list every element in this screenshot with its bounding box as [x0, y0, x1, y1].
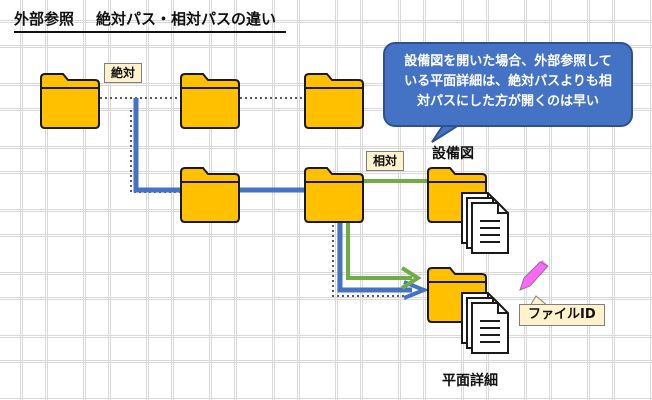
explanation-callout: 設備図を開いた場合、外部参照して いる平面詳細は、絶対パスよりも相 対パスにした… — [383, 42, 633, 127]
plan-folder-label: 平面詳細 — [442, 373, 498, 389]
callout-line-1: 設備図を開いた場合、外部参照して — [404, 54, 612, 69]
title-part-path-difference: 絶対パス・相対パスの違い — [96, 10, 277, 28]
absolute-path-line — [133, 98, 430, 300]
callout-line-3: 対パスにした方が開くのは早い — [416, 94, 599, 109]
folder-mid-right — [304, 167, 364, 223]
equipment-document-stack — [462, 193, 508, 253]
folder-top-middle — [180, 73, 240, 129]
file-id-label: ファイルID — [519, 304, 605, 326]
absolute-tag: 絶対 — [104, 63, 143, 83]
relative-tag: 相対 — [366, 151, 405, 171]
page-title: 外部参照 絶対パス・相対パスの違い — [14, 8, 276, 29]
title-underline — [14, 31, 286, 33]
title-part-external-reference: 外部参照 — [14, 10, 75, 28]
relative-path-line — [346, 179, 428, 290]
folder-root — [40, 73, 100, 129]
folder-mid-left — [180, 167, 240, 223]
equipment-folder-label: 設備図 — [432, 146, 474, 162]
dotted-links — [100, 97, 412, 297]
callout-line-2: いる平面詳細は、絶対パスよりも相 — [404, 74, 612, 89]
plan-document-stack — [462, 293, 508, 353]
folder-top-right — [304, 73, 364, 129]
pointer-arrow-icon — [519, 260, 549, 291]
